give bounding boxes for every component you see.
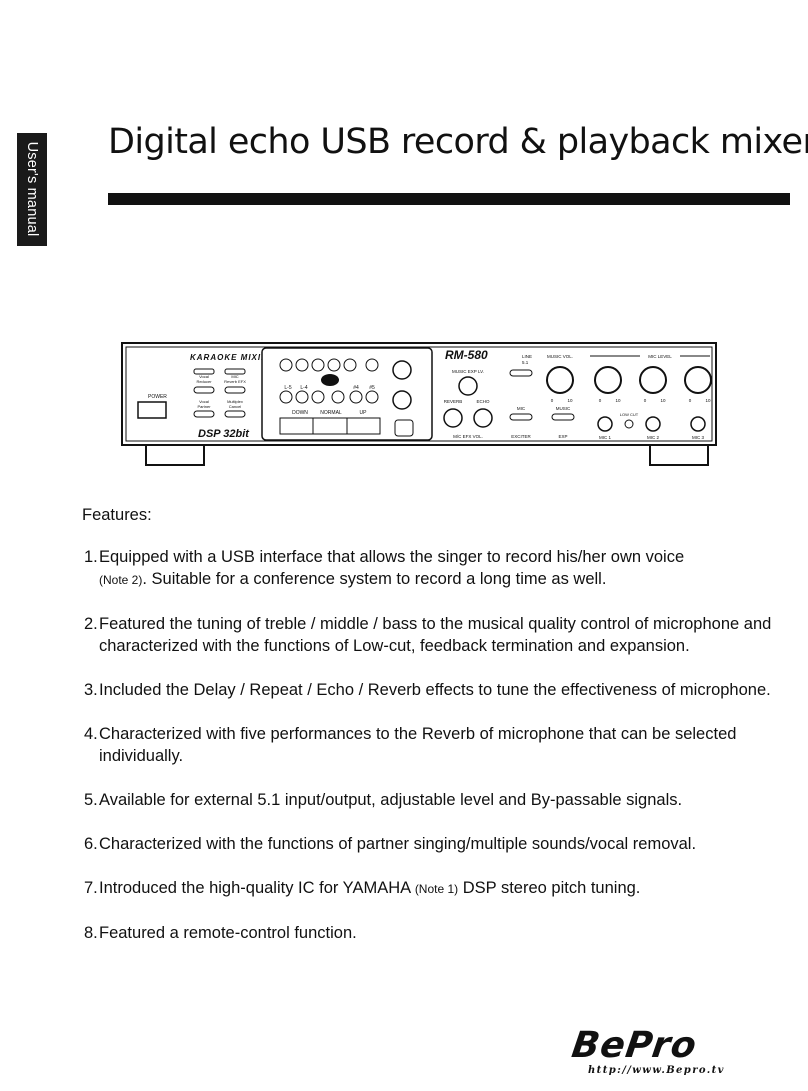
feature-item: 7.Introduced the high-quality IC for YAM…: [84, 879, 641, 897]
mode-buttons: Vocal Reducer MIC Reverb EFX Vocal Partn…: [193, 368, 246, 418]
svg-text:0: 0: [644, 398, 647, 403]
svg-text:Vocal: Vocal: [199, 399, 209, 404]
svg-text:MIC 2: MIC 2: [647, 435, 659, 440]
svg-text:NORMAL: NORMAL: [320, 410, 342, 416]
svg-text:10: 10: [615, 398, 621, 403]
svg-text:MUSIC: MUSIC: [556, 406, 571, 411]
svg-text:0: 0: [689, 398, 692, 403]
side-tab: User's manual: [17, 133, 47, 246]
svg-text:DOWN: DOWN: [292, 410, 308, 416]
device-dsp-label: DSP 32bit: [198, 428, 250, 440]
side-tab-label: User's manual: [24, 141, 40, 237]
mic-jacks: [597, 416, 706, 432]
svg-text:Vocal: Vocal: [199, 374, 209, 379]
feature-item: 5.Available for external 5.1 input/outpu…: [84, 791, 683, 809]
svg-text:M/C EFX VOL.: M/C EFX VOL.: [453, 434, 483, 439]
svg-text:EXP: EXP: [558, 434, 567, 439]
svg-text:#5: #5: [369, 385, 375, 391]
svg-text:#4: #4: [353, 385, 359, 391]
svg-text:UP: UP: [360, 410, 368, 416]
level-knobs: [546, 366, 712, 394]
scale-labels: 0 10 0 10 0 10 0 10: [551, 398, 711, 403]
pitch-labels: DOWN NORMAL UP: [292, 410, 367, 416]
svg-text:10: 10: [567, 398, 573, 403]
brand-logo[interactable]: BePro http://www.Bepro.tv: [569, 1025, 732, 1083]
svg-text:0: 0: [599, 398, 602, 403]
svg-text:MUSIC VOL.: MUSIC VOL.: [547, 354, 573, 359]
svg-text:Partner: Partner: [197, 404, 211, 409]
svg-text:5.1: 5.1: [522, 360, 529, 365]
svg-text:MIC: MIC: [231, 374, 238, 379]
feature-item: 8.Featured a remote-control function.: [84, 924, 357, 942]
svg-text:EXCITER: EXCITER: [511, 434, 531, 439]
key-labels: L-5 L-4 #4 #5: [284, 385, 375, 391]
svg-text:L-5: L-5: [284, 385, 291, 391]
svg-text:REVERB: REVERB: [444, 399, 463, 404]
key-buttons-bottom: [279, 390, 379, 404]
svg-text:Reverb EFX: Reverb EFX: [224, 379, 246, 384]
svg-text:Cancel: Cancel: [229, 404, 242, 409]
device-brand-label: KARAOKE MIXING: [190, 353, 275, 362]
svg-text:MIC 3: MIC 3: [692, 435, 704, 440]
svg-text:10: 10: [705, 398, 711, 403]
power-switch: [137, 401, 167, 419]
svg-text:MIC 1: MIC 1: [599, 435, 611, 440]
svg-text:LINE: LINE: [522, 354, 532, 359]
svg-text:L-4: L-4: [300, 385, 307, 391]
features-list: 1.Equipped with a USB interface that all…: [84, 546, 774, 966]
device-illustration: KARAOKE MIXING DSP 32bit POWER Vocal Red…: [120, 340, 720, 470]
power-label: POWER: [148, 394, 167, 400]
feature-item: 4.Characterized with five performances t…: [84, 725, 737, 765]
key-buttons-top: [279, 358, 379, 372]
features-heading: Features:: [82, 506, 152, 524]
brand-url[interactable]: http://www.Bepro.tv: [588, 1065, 725, 1076]
pitch-slider: [279, 417, 381, 435]
feature-item: 3.Included the Delay / Repeat / Echo / R…: [84, 681, 771, 699]
svg-text:10: 10: [660, 398, 666, 403]
svg-text:LOW CUT: LOW CUT: [620, 412, 639, 417]
svg-text:MIC LEVEL: MIC LEVEL: [648, 354, 672, 359]
title-rule: [108, 193, 790, 205]
svg-text:Reducer: Reducer: [196, 379, 212, 384]
svg-text:MUSIC EXP LV.: MUSIC EXP LV.: [452, 369, 484, 374]
device-model: RM-580: [445, 348, 488, 362]
svg-text:Multiplex: Multiplex: [227, 399, 243, 404]
brand-name: BePro: [569, 1025, 700, 1066]
svg-text:ECHO: ECHO: [476, 399, 490, 404]
feature-item: 6.Characterized with the functions of pa…: [84, 835, 697, 853]
feature-item: 2.Featured the tuning of treble / middle…: [84, 615, 772, 655]
page-title: Digital echo USB record & playback mixer: [108, 122, 808, 162]
feature-item: 1.Equipped with a USB interface that all…: [84, 548, 685, 588]
svg-text:0: 0: [551, 398, 554, 403]
svg-text:MIC: MIC: [517, 406, 526, 411]
